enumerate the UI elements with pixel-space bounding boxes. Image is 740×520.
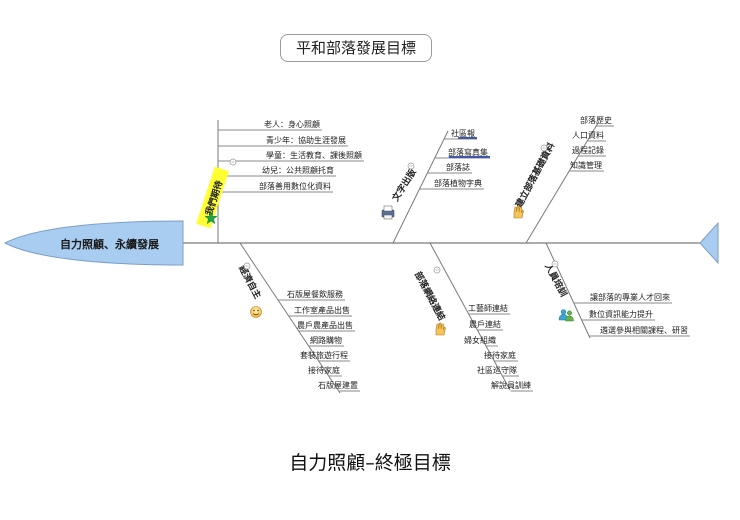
item-label: 人口資料 <box>572 130 604 140</box>
head-label: 自力照顧、永續發展 <box>60 237 160 251</box>
label-highlight <box>196 166 229 229</box>
item-label: 數位資訊能力提升 <box>589 309 653 319</box>
item-label: 工藝師連結 <box>468 303 508 313</box>
item-label: 石版屋餐飲服務 <box>287 289 343 299</box>
branch-bone <box>239 242 341 394</box>
item-label: 知識管理 <box>570 160 602 170</box>
item-label: 過程記錄 <box>572 145 604 155</box>
item-label: 部落寫真集 <box>448 147 488 157</box>
branch-label: 經濟自主 <box>236 263 264 300</box>
item-label: 部落植物字典 <box>434 178 482 188</box>
branch-bone <box>545 242 591 339</box>
smiley-icon <box>250 306 262 318</box>
item-label: 部落善用數位化資料 <box>259 181 331 191</box>
hand-icon <box>435 322 446 336</box>
branch-economy: 石版屋餐飲服務工作室產品出售農戶農產品出售網路購物套裝旅遊行程接待家庭石版屋建置… <box>236 242 360 394</box>
item-label: 學童：生活教育、課後照顧 <box>266 150 362 160</box>
item-label: 老人：身心照顧 <box>264 119 320 129</box>
item-label: 幼兒：公共照顧托育 <box>262 165 334 175</box>
item-label: 農戶農產品出售 <box>297 320 353 330</box>
branch-label: 建立部落基礎資料 <box>513 140 557 209</box>
page-title: 平和部落發展目標 <box>280 34 432 62</box>
people-icon <box>558 309 574 322</box>
item-label: 遴選參與相關課程、研習 <box>600 325 688 335</box>
item-label: 社區巡守隊 <box>477 365 517 375</box>
item-label: 社區報 <box>451 128 475 138</box>
branch-label-group: 部落網絡連結 <box>412 269 448 322</box>
item-label: 婦女組織 <box>464 335 496 345</box>
fish-tail <box>699 221 719 265</box>
printer-icon <box>381 205 395 220</box>
item-label: 套裝旅遊行程 <box>300 350 348 360</box>
item-label: 青少年：協助生涯發展 <box>266 135 346 145</box>
branch-label-group: 建立部落基礎資料 <box>513 140 557 209</box>
star-icon <box>204 211 218 225</box>
branch-label-group: 經濟自主 <box>236 263 264 300</box>
item-label: 部落誌 <box>446 162 470 172</box>
fish-head <box>3 220 184 266</box>
item-label: 網路購物 <box>310 335 342 345</box>
item-label: 部落歷史 <box>580 115 612 125</box>
branch-bone <box>429 242 511 391</box>
item-label: 接待家庭 <box>308 365 340 375</box>
branch-bone <box>392 130 449 244</box>
caption: 自力照顧–終極目標 <box>289 452 451 474</box>
item-label: 工作室產品出售 <box>294 305 350 315</box>
branch-label-group: 文字出版 <box>389 167 419 205</box>
branch-mine: 老人：身心照顧青少年：協助生涯發展學童：生活教育、課後照顧幼兒：公共照顧托育部落… <box>196 119 364 243</box>
branches-layer: 老人：身心照顧青少年：協助生涯發展學童：生活教育、課後照顧幼兒：公共照顧托育部落… <box>196 115 690 394</box>
hand-icon <box>513 205 524 219</box>
item-label: 讓部落的專業人才回來 <box>590 292 670 302</box>
branch-label: 文字出版 <box>389 167 419 205</box>
item-label: 接待家庭 <box>484 350 516 360</box>
item-label: 解說員訓練 <box>491 380 531 390</box>
branch-label: 部落網絡連結 <box>412 269 448 322</box>
item-label: 石版屋建置 <box>318 380 358 390</box>
item-label: 農戶連結 <box>469 319 501 329</box>
branch-bone <box>525 122 599 244</box>
